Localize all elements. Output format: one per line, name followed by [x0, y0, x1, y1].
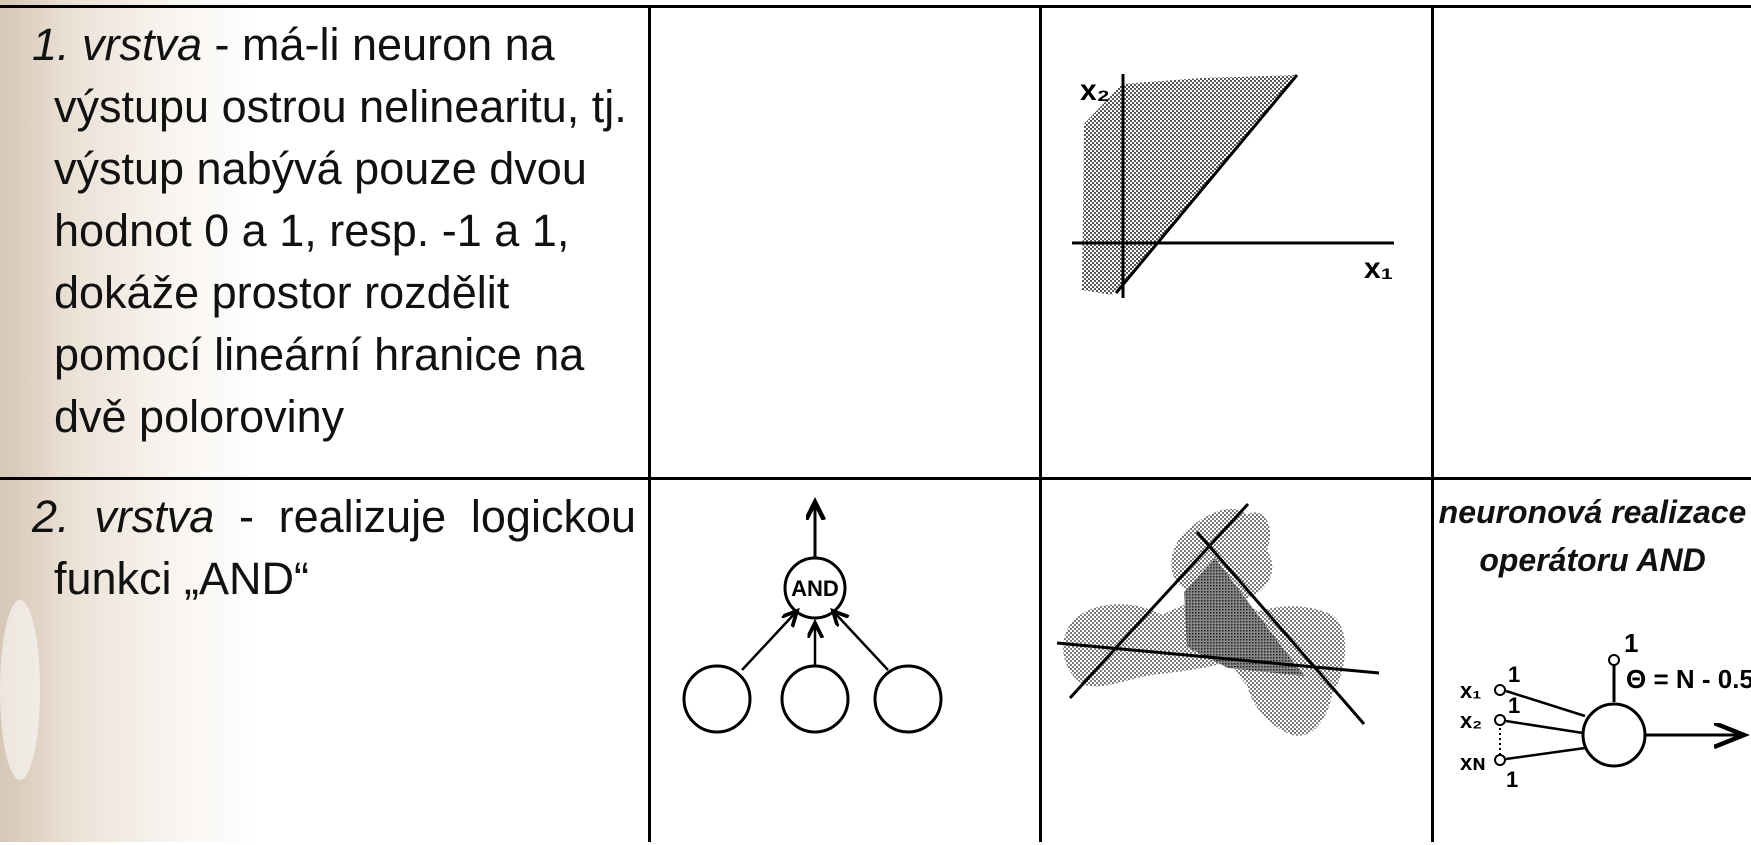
and-node — [783, 556, 847, 620]
threshold-label: Θ = N - 0.5 — [1626, 664, 1751, 694]
halfplane-shaded-region — [1082, 75, 1297, 295]
and-network-cell: AND — [651, 480, 1042, 842]
input-line-x2 — [1505, 719, 1584, 735]
layer1-label: 1. vrstva — [32, 19, 203, 70]
input-weight-xn: 1 — [1506, 767, 1518, 792]
input-terminal-xn — [1494, 754, 1506, 766]
content-table: 1. vrstva - má-li neuron na výstupu ostr… — [0, 5, 1751, 842]
layer2-label: 2. vrstva — [32, 491, 215, 542]
input-label-xn: xɴ — [1460, 750, 1486, 775]
and-node-label: AND — [791, 576, 839, 601]
input-node-right — [873, 664, 943, 734]
bias-terminal — [1608, 654, 1620, 666]
and-operator-cell: neuronová realizace operátoru AND 1 Θ = … — [1434, 480, 1751, 842]
input-edge-right — [833, 611, 889, 671]
input-label-x2: x₂ — [1460, 708, 1482, 733]
input-weight-x2: 1 — [1508, 693, 1520, 718]
boundary-line-3 — [1056, 641, 1380, 675]
layer1-description: 1. vrstva - má-li neuron na výstupu ostr… — [0, 8, 651, 480]
input-edge-left — [741, 611, 797, 671]
neuron-body — [1581, 702, 1647, 768]
x2-axis-label: x₂ — [1080, 74, 1110, 107]
boundary-line-2 — [1195, 531, 1366, 725]
input-line-x1 — [1505, 689, 1586, 718]
intersection-diagram — [1056, 502, 1380, 736]
decision-boundary-line — [1114, 74, 1299, 294]
intersection-region — [1184, 558, 1304, 676]
input-line-xn — [1505, 746, 1586, 761]
and-neuron-diagram: 1 Θ = N - 0.5 x₁ 1 x₂ 1 xɴ 1 — [1460, 628, 1751, 792]
and-operator-caption: neuronová realizace operátoru AND — [1438, 494, 1747, 578]
layer2-text: - realizuje logickou funkci „AND“ — [54, 491, 637, 604]
input-label-x1: x₁ — [1460, 678, 1481, 703]
input-terminal-x2 — [1494, 714, 1506, 726]
halfplane-diagram-cell: x₂ x₁ — [1042, 8, 1434, 480]
and-network-diagram: AND — [682, 480, 943, 734]
halfplane-diagram: x₂ x₁ — [1072, 74, 1394, 298]
input-weight-x1: 1 — [1508, 662, 1520, 687]
intersection-diagram-cell — [1042, 480, 1434, 842]
layer1-empty-cell — [651, 8, 1042, 480]
input-node-middle — [780, 664, 850, 734]
slide-background-gradient — [0, 0, 260, 842]
input-terminal-x1 — [1494, 684, 1506, 696]
background-glow — [0, 600, 40, 780]
layer1-empty-cell-2 — [1434, 8, 1751, 480]
x1-axis-label: x₁ — [1364, 252, 1393, 285]
layer2-description: 2. vrstva - realizuje logickou funkci „A… — [0, 480, 651, 842]
boundary-line-1 — [1068, 502, 1250, 700]
bias-weight: 1 — [1624, 628, 1638, 658]
input-node-left — [682, 664, 752, 734]
layer1-text: - má-li neuron na výstupu ostrou nelinea… — [54, 19, 627, 442]
